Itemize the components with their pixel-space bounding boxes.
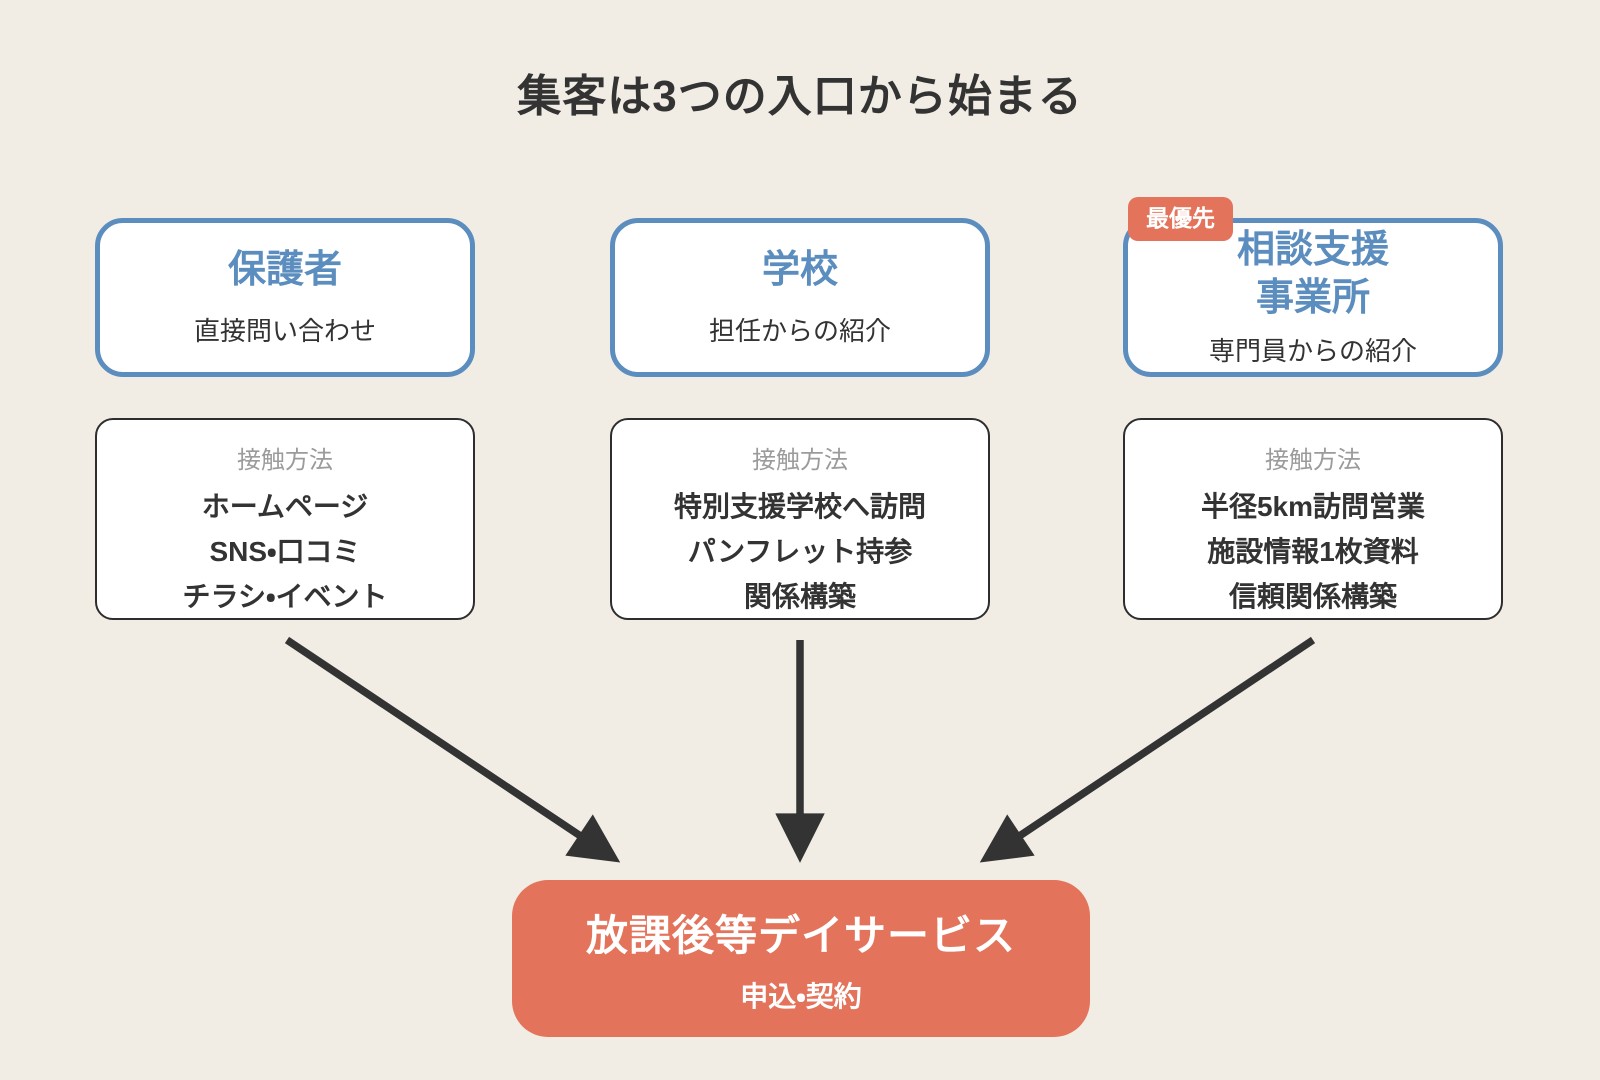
methods-box-consultation-office: 接触方法 半径5km訪問営業 施設情報1枚資料 信頼関係構築	[1123, 418, 1503, 620]
entrance-title: 学校	[761, 249, 838, 292]
methods-label: 接触方法	[1265, 447, 1361, 474]
column-school: 学校 担任からの紹介 接触方法 特別支援学校へ訪問 パンフレット持参 関係構築	[610, 218, 990, 620]
method-item: ホームページ	[201, 491, 369, 522]
methods-box-parents: 接触方法 ホームページ SNS・口コミ チラシ・イベント	[95, 418, 475, 620]
entrance-subtitle: 担任からの紹介	[708, 315, 891, 346]
method-item: 施設情報1枚資料	[1207, 536, 1419, 567]
entrance-title: 保護者	[227, 249, 342, 292]
entrance-title: 相談支援 事業所	[1236, 229, 1389, 319]
methods-label: 接触方法	[752, 447, 848, 474]
method-item: チラシ・イベント	[182, 581, 388, 612]
entrance-box-school: 学校 担任からの紹介	[610, 218, 990, 377]
destination-subtitle: 申込・契約	[740, 981, 862, 1012]
destination-box-dayservice: 放課後等デイサービス 申込・契約	[512, 880, 1090, 1037]
method-item: 信頼関係構築	[1228, 581, 1397, 612]
arrow-parents-to-service	[284, 636, 621, 863]
entrance-subtitle: 専門員からの紹介	[1208, 336, 1417, 366]
top-priority-badge: 最優先	[1128, 197, 1233, 241]
entrance-box-consultation-office: 最優先 相談支援 事業所 専門員からの紹介	[1123, 197, 1503, 377]
column-consultation-office: 最優先 相談支援 事業所 専門員からの紹介 接触方法 半径5km訪問営業 施設情…	[1123, 197, 1503, 620]
method-item: 関係構築	[743, 581, 856, 612]
methods-label: 接触方法	[237, 447, 333, 474]
destination-title: 放課後等デイサービス	[585, 912, 1016, 959]
method-item: 特別支援学校へ訪問	[673, 491, 926, 522]
entrance-subtitle: 直接問い合わせ	[193, 315, 376, 346]
method-item: 半径5km訪問営業	[1200, 491, 1426, 522]
entrance-box-parents: 保護者 直接問い合わせ	[95, 218, 475, 377]
method-item: SNS・口コミ	[209, 536, 361, 567]
method-item: パンフレット持参	[687, 536, 913, 567]
column-parents: 保護者 直接問い合わせ 接触方法 ホームページ SNS・口コミ チラシ・イベント	[95, 218, 475, 620]
methods-box-school: 接触方法 特別支援学校へ訪問 パンフレット持参 関係構築	[610, 418, 990, 620]
arrow-consultation-to-service	[979, 636, 1316, 863]
diagram-title: 集客は3つの入口から始まる	[517, 72, 1083, 121]
